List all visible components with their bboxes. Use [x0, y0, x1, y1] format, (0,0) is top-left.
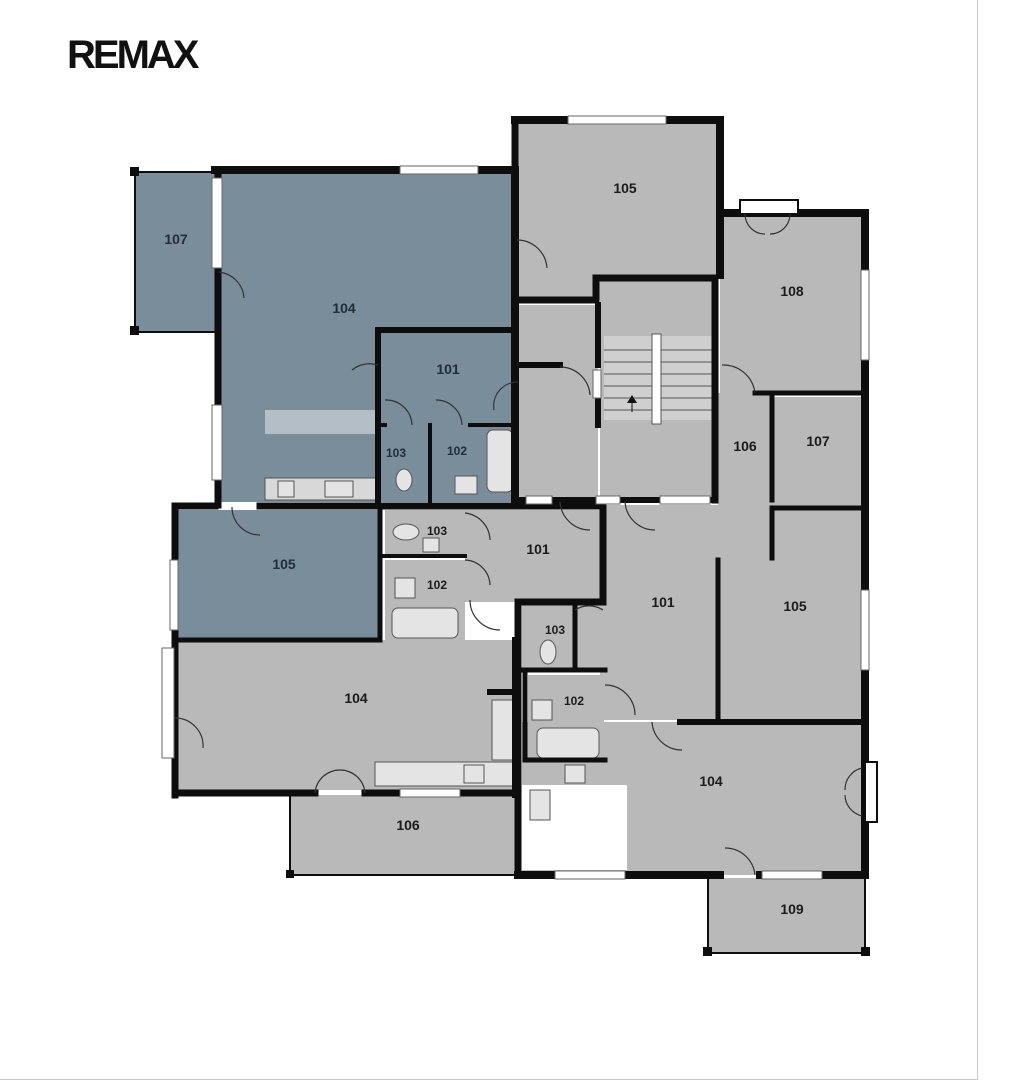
room-101-right[interactable]: [600, 505, 720, 720]
room-label: 102: [564, 694, 584, 708]
washbasin-icon: [531, 699, 553, 721]
remax-logo: REMAX: [67, 33, 217, 77]
toilet-icon: [392, 523, 420, 541]
fixtures: [264, 333, 712, 821]
kitchen-counter-vertical: [491, 699, 515, 761]
room-label: 104: [699, 773, 723, 789]
sink-icon: [324, 480, 354, 498]
kitchen-counter-horizontal: [374, 761, 518, 787]
room-104-living[interactable]: [218, 172, 516, 502]
room-label: 107: [164, 231, 188, 247]
room-fills: [135, 122, 865, 953]
room-label: 101: [526, 541, 550, 557]
room-105-bedroom-highlight[interactable]: [178, 510, 378, 640]
room-label: 101: [436, 361, 460, 377]
hob-icon: [564, 764, 586, 784]
room-label: 103: [545, 623, 565, 637]
room-label: 106: [396, 817, 420, 833]
room-label: 102: [447, 444, 467, 458]
hob-icon: [463, 764, 485, 784]
room-label: 105: [613, 180, 637, 196]
windows: [161, 115, 870, 880]
room-107-balcony[interactable]: [135, 172, 215, 332]
room-105-top[interactable]: [518, 122, 718, 300]
room-labels: 107 104 101 103 102 105 105 108 106 107 …: [164, 180, 830, 917]
toilet-icon: [539, 639, 557, 665]
room-hall-top[interactable]: [518, 305, 598, 501]
toilet-icon: [395, 468, 413, 492]
washbasin-icon: [454, 475, 478, 495]
room-label: 103: [386, 446, 406, 460]
room-label: 108: [780, 283, 804, 299]
stair-arrow-icon: [627, 395, 637, 403]
room-label: 105: [272, 556, 296, 572]
washbasin-icon: [394, 577, 416, 599]
svg-text:REMAX: REMAX: [67, 34, 200, 74]
bathtub-icon: [391, 607, 459, 639]
room-109-balcony[interactable]: [708, 878, 865, 953]
bathtub-icon: [536, 727, 600, 759]
room-label: 101: [651, 594, 675, 610]
room-label: 102: [427, 578, 447, 592]
hob-icon: [277, 480, 295, 498]
room-label: 103: [427, 524, 447, 538]
kitchen-island: [265, 410, 375, 434]
room-label: 104: [332, 300, 356, 316]
balcony-posts: [130, 167, 870, 956]
room-106-terrace[interactable]: [290, 795, 516, 875]
bathtub-icon: [486, 429, 514, 493]
room-label: 109: [780, 901, 804, 917]
doors: [174, 213, 863, 876]
walls: [171, 116, 869, 879]
room-105-right[interactable]: [718, 510, 863, 720]
room-label: 106: [733, 438, 757, 454]
stair-rail: [651, 333, 662, 425]
room-101-center[interactable]: [465, 510, 603, 602]
room-108[interactable]: [720, 213, 865, 393]
room-label: 107: [806, 433, 830, 449]
page-frame: [0, 0, 978, 1080]
room-label: 105: [783, 598, 807, 614]
room-label: 104: [344, 690, 368, 706]
sink-icon: [529, 789, 551, 821]
washbasin-icon: [422, 537, 440, 553]
room-107-small[interactable]: [773, 397, 863, 507]
room-103-wc-b[interactable]: [522, 605, 602, 670]
